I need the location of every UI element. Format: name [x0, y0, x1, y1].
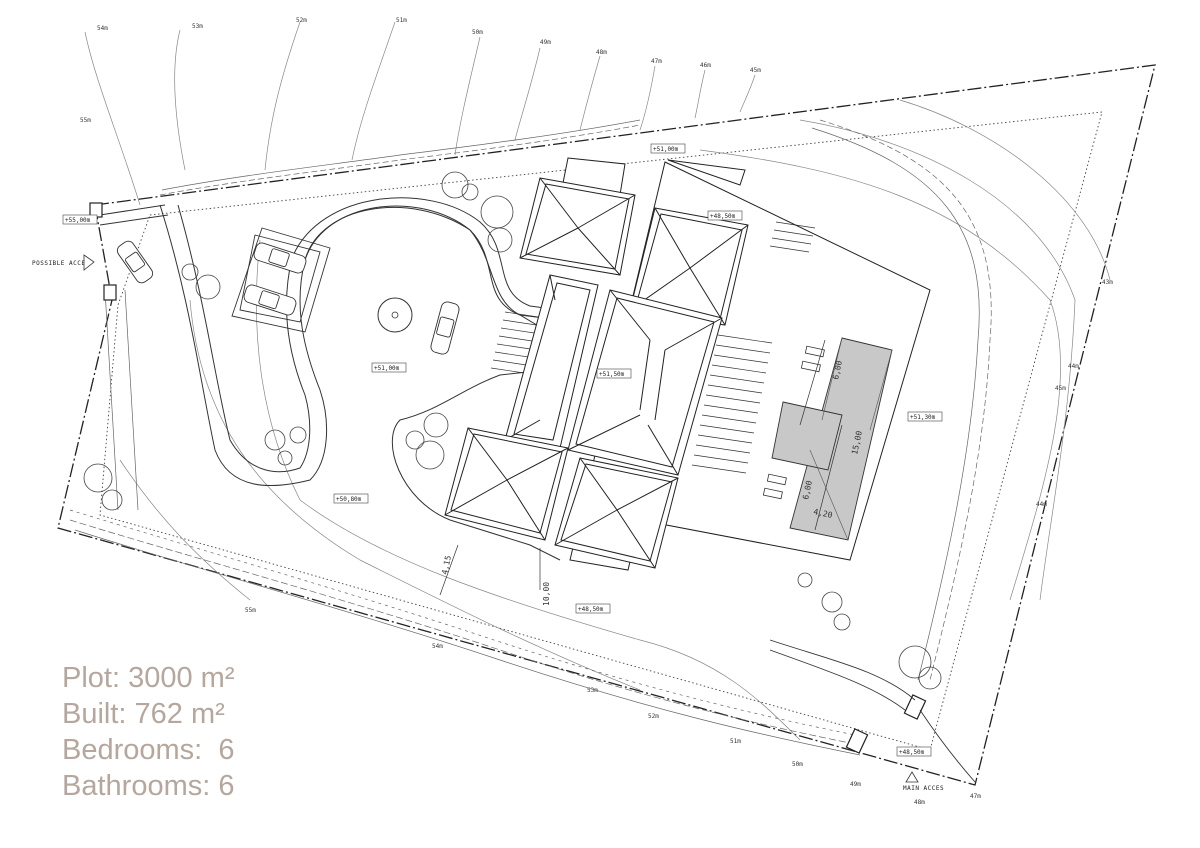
contour-label: 46m: [700, 62, 711, 69]
built-area: Built: 762 m²: [62, 698, 225, 730]
roof-ne: [629, 207, 749, 326]
hedge-row-top: [159, 119, 641, 196]
contour-label: 44m: [1068, 363, 1079, 370]
elevation-label: +48,50m: [578, 606, 604, 613]
access-arrow-icon: [83, 254, 95, 271]
lounger-icons: [762, 345, 825, 500]
car-icon: [116, 240, 154, 284]
contour-label: 48m: [596, 49, 607, 56]
roof-se: [554, 457, 679, 569]
fountain: [377, 297, 413, 333]
contour-label: 44m: [1036, 501, 1047, 508]
hedge-row-right: [811, 119, 992, 681]
elevation-label: +50,80m: [336, 496, 362, 503]
pool: [771, 337, 893, 541]
contour-label: 50m: [472, 29, 483, 36]
hedge-row-left: [104, 289, 139, 511]
access-arrow-icon: [905, 771, 919, 783]
roof-sw: [444, 427, 569, 541]
elevation-label: +51,30m: [910, 414, 936, 421]
bedroom-count: Bedrooms: 6: [62, 734, 235, 766]
fountain-center: [391, 311, 399, 319]
contour-label: 54m: [97, 25, 108, 32]
contour-label: 53m: [587, 687, 598, 694]
dimension-label: 6,00: [801, 480, 814, 501]
property-stats: Plot: 3000 m² Built: 762 m² Bedrooms: 6 …: [62, 660, 234, 804]
elevation-label: +48,50m: [899, 749, 925, 756]
plot-boundary: [57, 64, 1156, 786]
gate-icons: [89, 202, 927, 754]
elevation-label: +51,50m: [599, 371, 625, 378]
contour-label: 43m: [1102, 279, 1113, 286]
contour-label: 52m: [648, 713, 659, 720]
contour-label: 55m: [80, 117, 91, 124]
elevation-label: +55,00m: [65, 217, 91, 224]
contour-labels: 54m 53m 52m 51m 50m 49m 48m 47m 46m 45m …: [80, 17, 1113, 806]
contour-lines: [84, 21, 1111, 741]
contour-label: 55m: [245, 607, 256, 614]
hedge-row-bottom: [69, 509, 861, 756]
car-icon: [243, 284, 297, 316]
terrace-stripes: [490, 221, 816, 474]
contour-label: 48m: [914, 799, 925, 806]
main-access-road: [769, 639, 976, 783]
contour-label: 50m: [792, 761, 803, 768]
elevation-label: +48,50m: [710, 213, 736, 220]
roof-nw: [519, 177, 636, 276]
roof-left-wing: [504, 274, 599, 449]
contour-label: 51m: [730, 738, 741, 745]
possible-access-label: POSSIBLE ACCES: [32, 260, 90, 267]
contour-label: 45m: [750, 67, 761, 74]
dimension-label: 4,15: [440, 555, 453, 576]
contour-label: 51m: [396, 17, 407, 24]
elevation-label: +51,00m: [374, 365, 400, 372]
contour-label: 54m: [432, 643, 443, 650]
dimension-label: 4,20: [813, 507, 834, 520]
car-icon: [430, 301, 460, 355]
main-access-label: MAIN ACCES: [903, 785, 944, 792]
contour-label: 47m: [970, 793, 981, 800]
bathroom-count: Bathrooms: 6: [62, 770, 235, 802]
elevation-tags: [62, 143, 943, 757]
contour-label: 49m: [540, 39, 551, 46]
plot-size: Plot: 3000 m²: [62, 662, 235, 694]
contour-label: 49m: [850, 781, 861, 788]
dimension-lines: [439, 339, 843, 596]
house: [444, 157, 931, 571]
car-icon: [253, 242, 307, 274]
elevation-label: +51,00m: [653, 146, 679, 153]
contour-label: 52m: [296, 17, 307, 24]
contour-label: 47m: [651, 58, 662, 65]
parking-area: [231, 227, 331, 333]
contour-label: 53m: [192, 23, 203, 30]
contour-label: 45m: [1055, 385, 1066, 392]
dimension-label: 10,00: [542, 582, 551, 606]
tree-icons: [83, 171, 942, 690]
roof-center: [567, 289, 723, 476]
dimension-label: 6,00: [831, 360, 844, 381]
